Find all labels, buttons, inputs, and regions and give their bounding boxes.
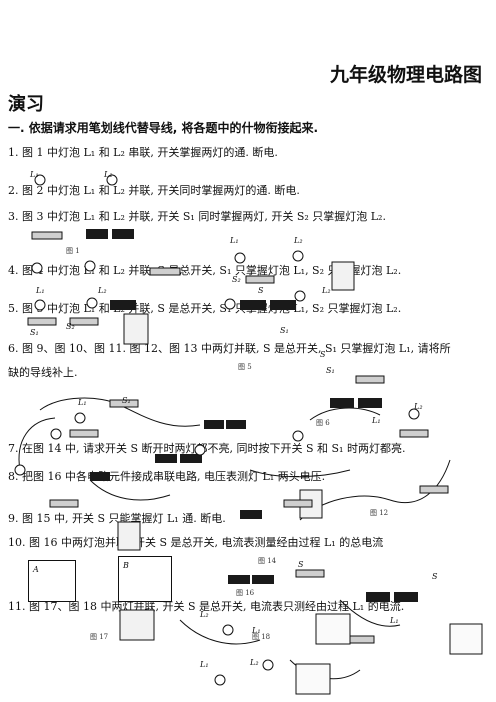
meter-symbols: [295, 613, 483, 695]
wire-layer: [18, 397, 451, 680]
label-l2: L₂: [200, 610, 209, 619]
question-1: 1. 图 1 中灯泡 L₁ 和 L₂ 串联, 开关掌握两灯的通. 断电.: [8, 146, 278, 159]
label-s: S: [320, 350, 326, 359]
box-b-label: B: [123, 561, 129, 570]
question-3: 3. 图 3 中灯泡 L₁ 和 L₂ 并联, 开关 S₁ 同时掌握两灯, 开关 …: [8, 210, 386, 223]
label-l2: L₂: [98, 286, 107, 295]
label-l1: L₁: [372, 416, 381, 425]
instruction-line: 一. 依据请求用笔划线代替导线, 将各题中的什物衔接起来.: [8, 121, 319, 135]
caption-fig-18: 图 18: [252, 633, 271, 641]
battery-boxes: [117, 261, 355, 641]
label-s: S: [298, 560, 304, 569]
label-s: S: [432, 572, 438, 581]
caption-fig-5: 图 5: [238, 363, 252, 371]
section-subtitle: 演习: [8, 94, 44, 115]
question-6: 6. 图 9、图 10、图 11. 图 12、图 13 中两灯并联, S 是总开…: [8, 342, 451, 355]
label-s1: S₁: [30, 328, 39, 337]
label-s: S: [258, 286, 264, 295]
caption-fig-6: 图 6: [316, 419, 330, 427]
caption-fig-14: 图 14: [258, 557, 277, 565]
document-title: 九年级物理电路图: [329, 64, 482, 86]
label-l1: L₁: [390, 616, 399, 625]
label-s1: S₁: [280, 326, 289, 335]
label-l1: L₁: [230, 236, 239, 245]
battery-symbols: [86, 229, 418, 602]
caption-fig-16: 图 16: [236, 589, 255, 597]
label-l2: L₂: [414, 402, 423, 411]
label-l1: L₁: [78, 398, 87, 407]
caption-fig-1: 图 1: [66, 247, 80, 255]
question-5: 5. 图 5 中灯泡 L₁ 和 L₂ 并联, S 是总开关, S₁ 只掌握灯泡 …: [8, 302, 402, 315]
label-l2: L₂: [322, 286, 331, 295]
question-8: 8. 把图 16 中各电路元件接成串联电路, 电压表测灯 L₁ 两头电压.: [8, 470, 326, 483]
question-2: 2. 图 2 中灯泡 L₁ 和 L₂ 并联, 开关同时掌握两灯的通. 断电.: [8, 184, 300, 197]
box-b: B: [118, 556, 172, 602]
question-11: 11. 图 17、图 18 中两灯并联, 开关 S 是总开关, 电流表只测经由过…: [8, 600, 405, 613]
bulb-symbols: [14, 174, 420, 686]
label-l2: L₂: [294, 236, 303, 245]
label-l2: L₂: [250, 658, 259, 667]
label-l2: L₂: [104, 170, 113, 179]
question-10: 10. 图 16 中两灯泡并联, 开关 S 是总开关, 电流表测量经由过程 L₁…: [8, 536, 384, 549]
question-4: 4. 图 4 中灯泡 L₁ 和 L₂ 并联, S 是总开关, S₁ 只掌握灯泡 …: [8, 264, 402, 277]
label-l1: L₁: [30, 170, 39, 179]
label-l1: L₁: [252, 626, 261, 635]
caption-fig-12: 图 12: [370, 509, 389, 517]
label-l1: L₁: [36, 286, 45, 295]
box-a: A: [28, 560, 76, 602]
caption-fig-17: 图 17: [90, 633, 109, 641]
question-9: 9. 图 15 中, 开关 S 只能掌握灯 L₁ 通. 断电.: [8, 512, 226, 525]
label-s2: S₂: [66, 322, 75, 331]
label-l1: L₁: [200, 660, 209, 669]
question-7: 7. 在图 14 中, 请求开关 S 断开时两灯都不亮, 同时按下开关 S 和 …: [8, 442, 406, 455]
label-s1: S₁: [326, 366, 335, 375]
label-s2: S₂: [232, 275, 241, 284]
question-6-continued: 缺的导线补上.: [8, 366, 78, 379]
box-a-label: A: [33, 565, 39, 574]
label-s1: S₁: [122, 396, 131, 405]
